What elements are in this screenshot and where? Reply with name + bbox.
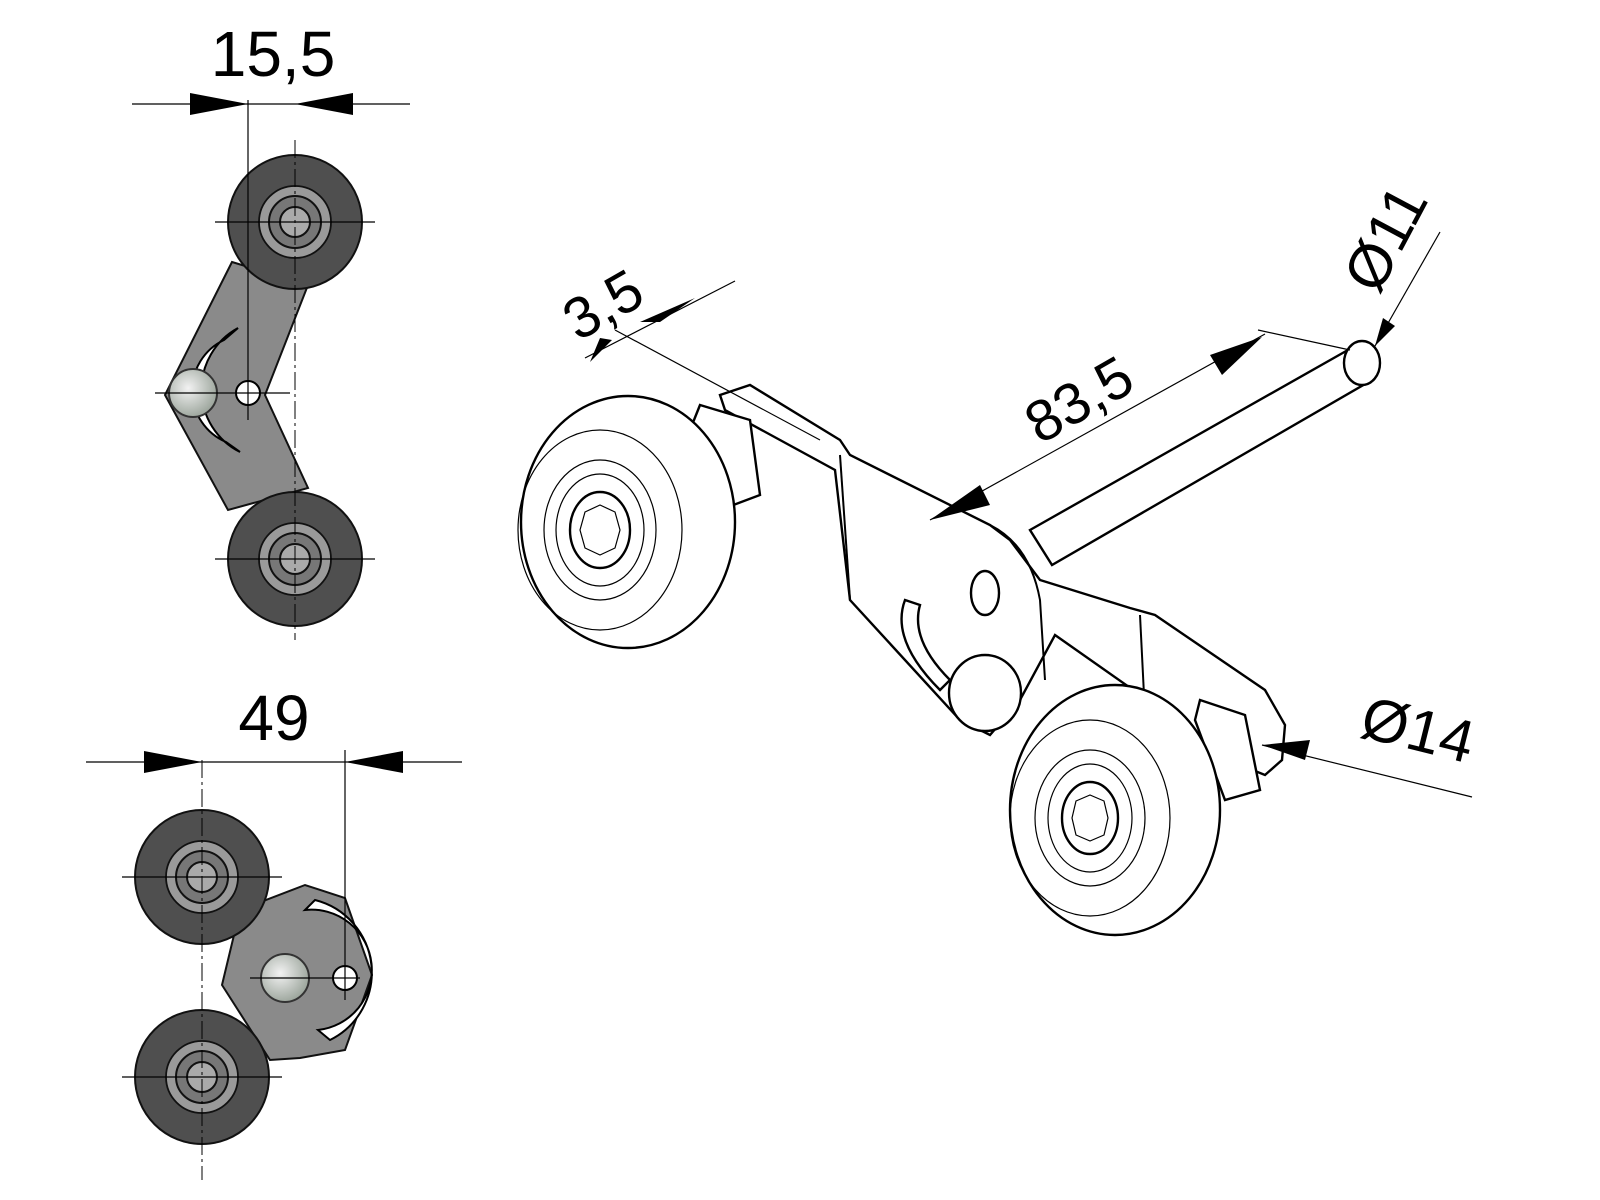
iso-bracket	[718, 383, 1287, 777]
dimension-15-5-label: 15,5	[211, 18, 336, 90]
iso-bracket-hole	[969, 569, 1001, 617]
iso-bracket-pin	[947, 653, 1023, 733]
front-view: 15,5	[132, 18, 410, 640]
iso-right-spacer	[1193, 698, 1262, 802]
dimension-15-5: 15,5	[132, 18, 410, 115]
side-view: 49	[86, 682, 462, 1180]
iso-right-wheel	[1008, 683, 1222, 937]
dimension-3-5-label: 3,5	[552, 257, 654, 354]
front-view-slot	[191, 327, 241, 453]
dimension-diameter-11: Ø11	[1330, 174, 1441, 347]
side-view-slot	[302, 898, 373, 1042]
isometric-view: 3,5 83,5 Ø11 Ø14	[517, 174, 1481, 937]
dimension-49: 49	[86, 682, 462, 773]
dimension-diameter-14: Ø14	[1261, 684, 1481, 798]
dimension-diameter-14-label: Ø14	[1355, 684, 1481, 776]
iso-left-wheel	[517, 394, 737, 650]
iso-axle	[1028, 339, 1382, 567]
iso-bracket-slot	[900, 598, 952, 692]
dimension-83-5-label: 83,5	[1014, 344, 1144, 457]
dimension-diameter-11-label: Ø11	[1330, 174, 1440, 302]
dimension-49-label: 49	[238, 682, 309, 754]
